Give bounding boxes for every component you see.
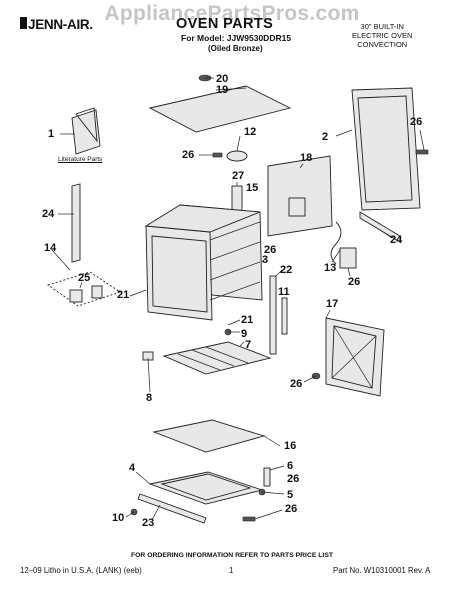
callout-20[interactable]: 20 [216,73,229,85]
callout-8[interactable]: 8 [146,392,153,404]
callout-16[interactable]: 16 [284,440,297,452]
callout-12[interactable]: 12 [244,126,257,138]
callout-24[interactable]: 24 [42,208,55,220]
callout-19[interactable]: 19 [216,84,229,96]
callout-26[interactable]: 26 [285,503,298,515]
product-type-line: 30" BUILT-IN [360,22,404,31]
callout-27[interactable]: 27 [232,170,245,182]
callout-5[interactable]: 5 [287,489,294,501]
ordering-note: FOR ORDERING INFORMATION REFER TO PARTS … [130,552,334,559]
watermark: AppliancePartsPros.com [104,2,360,25]
slide-rod [269,275,277,355]
callout-26[interactable]: 11 [278,286,290,298]
fan-bracket [226,150,248,162]
product-type-line: CONVECTION [357,40,408,49]
callout-13[interactable]: 13 [324,262,337,274]
part-number: Part No. W10310001 Rev. A [333,566,431,575]
callout-10[interactable]: 10 [112,512,125,524]
product-type-line: ELECTRIC OVEN [352,31,413,40]
literature-parts-label: Literature Parts [58,156,103,163]
callout-26[interactable]: 26 [287,473,300,485]
hinge-part [263,467,271,487]
callout-22[interactable]: 22 [280,264,293,276]
element-bracket [339,247,357,269]
jennair-logo-mark [20,17,27,29]
oven-rack [162,341,272,375]
callout-3[interactable]: 3 [262,254,269,266]
literature-booklet-back [75,107,98,143]
callout-1[interactable]: 1 [48,128,55,140]
drawer-frame-inner [160,473,252,501]
callout-26[interactable]: 26 [264,244,277,256]
callout-21[interactable]: 21 [117,289,130,301]
brand-logo: JENN-AIR. [28,17,93,32]
callout-24[interactable]: 24 [390,234,403,246]
slide-rod-2 [281,297,288,335]
hardware-bag [46,271,122,307]
screw-26c [242,516,256,522]
door-frame [325,317,385,397]
back-plate [267,155,333,237]
screw-26a [212,152,223,158]
callout-14[interactable]: 14 [44,242,57,254]
callout-17[interactable]: 17 [326,298,339,310]
callout-23[interactable]: 23 [142,517,155,529]
callout-26[interactable]: 26 [410,116,423,128]
callout-2[interactable]: 2 [322,131,329,143]
page-number: 1 [229,566,234,575]
model-line: For Model: JJW9530DDR15 [181,33,292,43]
oven-opening [151,235,208,313]
bag-part [91,285,103,299]
trim-bar [137,493,207,524]
screw-26b [415,149,429,155]
top-cover-panel [148,85,292,133]
bag-part [69,289,83,303]
callout-26[interactable]: 26 [182,149,195,161]
callout-18[interactable]: 18 [300,152,313,164]
callout-7[interactable]: 7 [245,339,252,351]
rear-panel [351,87,421,211]
finish-line: (Oiled Bronze) [208,44,263,53]
callout-15[interactable]: 15 [246,182,259,194]
callout-21[interactable]: 21 [241,314,254,326]
litho-info: 12–09 Litho in U.S.A. (LANK) (eeb) [20,566,142,575]
callout-4[interactable]: 4 [129,462,136,474]
product-type: 30" BUILT-IN ELECTRIC OVEN CONVECTION [352,22,412,49]
bake-element [330,221,342,265]
callout-11[interactable]: 26 [348,276,361,288]
trim-strip-left [71,183,81,263]
back-plate-window [288,197,306,217]
callout-9[interactable]: 9 [241,328,248,340]
literature-booklet [71,109,101,155]
drawer-frame [148,471,264,505]
callout-25[interactable]: 25 [78,272,91,284]
callout-6[interactable]: 6 [287,460,294,472]
rear-panel-inner [357,95,413,203]
callout-26[interactable]: 26 [290,378,303,390]
page-title: OVEN PARTS [176,16,274,32]
trim-strip-right [359,211,401,243]
oven-cavity-top [144,204,261,233]
bottom-panel [152,419,266,453]
